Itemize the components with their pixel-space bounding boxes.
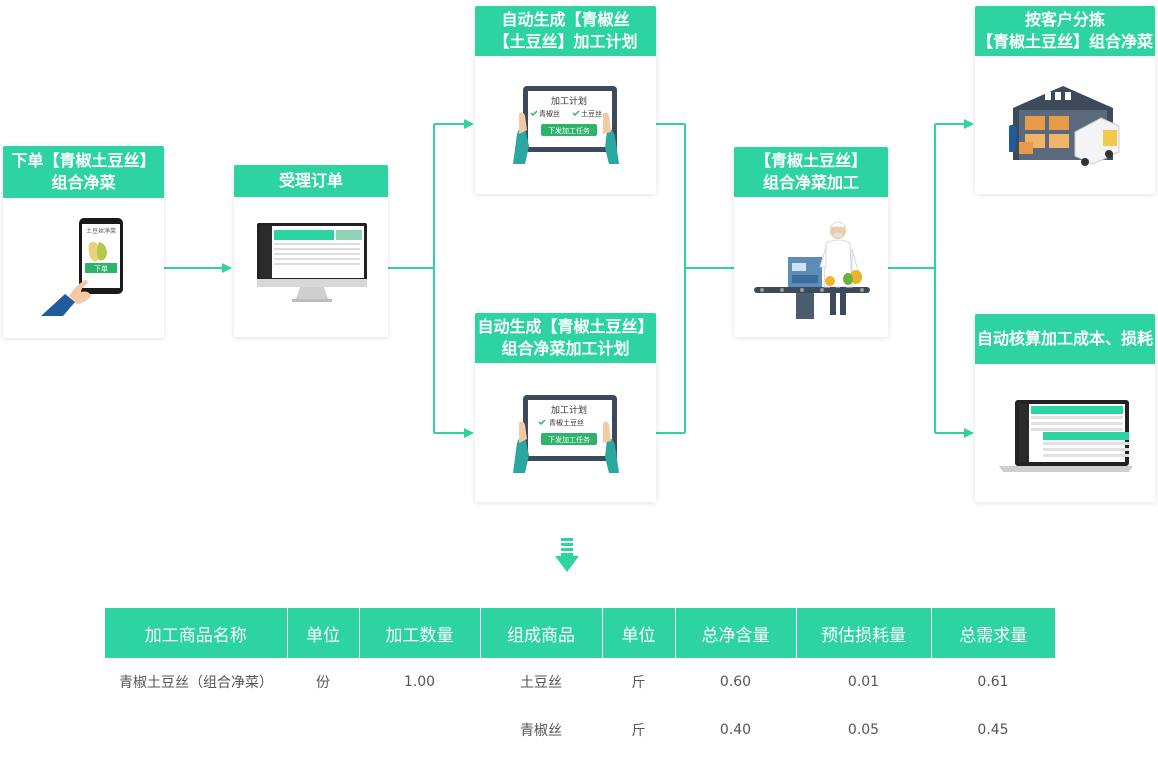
- card-sort-header: 按客户分拣 【青椒土豆丝】组合净菜: [975, 6, 1155, 56]
- card-order-body: 土豆丝净菜 下单: [3, 198, 164, 338]
- card-plan-combo-line2: 组合净菜加工计划: [501, 339, 630, 358]
- card-process-line1: 【青椒土豆丝】: [754, 151, 867, 170]
- card-plan-combo-body: 加工计划 青椒土豆丝 下发加工任务: [475, 363, 656, 502]
- card-accept-title: 受理订单: [278, 171, 343, 190]
- card-process-line2: 组合净菜加工: [762, 173, 859, 192]
- card-cost-body: [975, 364, 1155, 502]
- phone-screen-title: 土豆丝净菜: [86, 227, 116, 235]
- tablet-plan-combo-illustration: 加工计划 青椒土豆丝 下发加工任务: [513, 395, 619, 473]
- col-header-estimated-loss: 预估损耗量: [796, 608, 932, 658]
- card-plan-combo-header: 自动生成【青椒土豆丝】 组合净菜加工计划: [475, 313, 656, 363]
- cell-quantity: [359, 706, 480, 754]
- col-header-component: 组成商品: [480, 608, 603, 658]
- card-cost-header: 自动核算加工成本、损耗: [975, 314, 1155, 364]
- tablet-check-2: 土豆丝: [581, 109, 602, 118]
- cell-total-demand: 0.61: [977, 674, 1009, 690]
- card-process: 【青椒土豆丝】 组合净菜加工: [734, 147, 888, 337]
- tablet-title: 加工计划: [551, 95, 587, 107]
- card-order-title-line1: 下单【青椒土豆丝】: [11, 151, 156, 170]
- col-header-component-unit: 单位: [602, 608, 676, 658]
- tablet-issue-button: 下发加工任务: [548, 126, 590, 135]
- card-plan-single-header: 自动生成【青椒丝 【土豆丝】加工计划: [475, 6, 656, 56]
- cell-component-unit: 斤: [631, 675, 646, 691]
- card-plan-combo: 自动生成【青椒土豆丝】 组合净菜加工计划 加工计划 青椒土豆丝 下发加工任务: [475, 313, 656, 502]
- cell-product-name: 青椒土豆丝（组合净菜）: [119, 675, 273, 691]
- card-cost: 自动核算加工成本、损耗: [975, 314, 1155, 502]
- tablet-title: 加工计划: [551, 404, 587, 416]
- cell-component-unit: 斤: [631, 723, 646, 739]
- card-plan-combo-line1: 自动生成【青椒土豆丝】: [477, 317, 654, 336]
- card-sort-line1: 按客户分拣: [1024, 10, 1105, 29]
- cell-unit: 份: [316, 675, 330, 691]
- col-header-product-name: 加工商品名称: [105, 608, 288, 658]
- card-sort-body: [975, 56, 1155, 194]
- cell-net-content: 0.60: [719, 674, 752, 690]
- card-plan-single: 自动生成【青椒丝 【土豆丝】加工计划 加工计划 青椒丝 土豆丝 下发加工任务: [475, 6, 656, 194]
- cell-estimated-loss: 0.05: [847, 722, 880, 738]
- processing-table: 加工商品名称 单位 加工数量 组成商品 单位 总净含量 预估损耗量 总需求量 青…: [105, 608, 1055, 754]
- card-sort-line2: 【青椒土豆丝】组合净菜: [976, 32, 1153, 51]
- phone-order-button: 下单: [94, 264, 108, 273]
- tablet-issue-button: 下发加工任务: [548, 435, 590, 444]
- col-header-quantity: 加工数量: [359, 608, 481, 658]
- card-order-title-line2: 组合净菜: [51, 173, 116, 192]
- card-accept-header: 受理订单: [234, 165, 388, 197]
- laptop-cost-illustration: [999, 400, 1133, 472]
- monitor-illustration: [257, 223, 367, 302]
- warehouse-illustration: [1009, 86, 1120, 166]
- col-header-total-demand: 总需求量: [931, 608, 1055, 658]
- cell-quantity: 1.00: [403, 674, 436, 690]
- tablet-check-1: 青椒土豆丝: [549, 418, 584, 427]
- card-cost-title: 自动核算加工成本、损耗: [976, 329, 1153, 348]
- cell-net-content: 0.40: [719, 722, 752, 738]
- col-header-net-content: 总净含量: [675, 608, 797, 658]
- card-plan-single-line1: 自动生成【青椒丝: [501, 10, 630, 29]
- card-order: 下单【青椒土豆丝】 组合净菜 土豆丝净菜 下单: [3, 146, 164, 338]
- card-plan-single-line2: 【土豆丝】加工计划: [493, 32, 638, 51]
- card-process-header: 【青椒土豆丝】 组合净菜加工: [734, 147, 888, 197]
- cell-unit: [287, 706, 359, 754]
- down-arrow-icon: [555, 538, 579, 572]
- col-header-unit: 单位: [287, 608, 360, 658]
- card-accept: 受理订单: [234, 165, 388, 337]
- table-row: 青椒土豆丝（组合净菜） 份 1.00 土豆丝 斤 0.60 0.01 0.61: [105, 658, 1055, 706]
- phone-order-illustration: 土豆丝净菜 下单: [41, 218, 123, 316]
- tablet-plan-single-illustration: 加工计划 青椒丝 土豆丝 下发加工任务: [513, 86, 619, 164]
- worker-processing-illustration: [754, 221, 870, 319]
- card-sort: 按客户分拣 【青椒土豆丝】组合净菜: [975, 6, 1155, 194]
- card-plan-single-body: 加工计划 青椒丝 土豆丝 下发加工任务: [475, 56, 656, 194]
- card-accept-body: [234, 197, 388, 337]
- cell-total-demand: 0.45: [977, 722, 1009, 738]
- cell-component: 青椒丝: [520, 723, 562, 739]
- cell-component: 土豆丝: [520, 675, 562, 691]
- table-row: 青椒丝 斤 0.40 0.05 0.45: [105, 706, 1055, 754]
- table-header-row: 加工商品名称 单位 加工数量 组成商品 单位 总净含量 预估损耗量 总需求量: [105, 608, 1055, 658]
- cell-product-name: [105, 706, 287, 754]
- card-order-header: 下单【青椒土豆丝】 组合净菜: [3, 146, 164, 198]
- cell-estimated-loss: 0.01: [847, 674, 880, 690]
- tablet-check-1: 青椒丝: [539, 109, 560, 118]
- card-process-body: [734, 197, 888, 337]
